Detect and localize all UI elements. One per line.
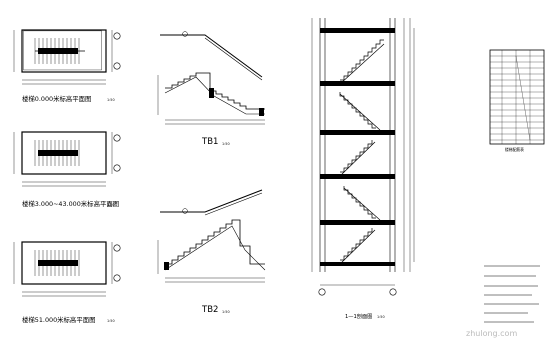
stair-plan-2: 楼梯3.000~43.000米标高平面图 1:50: [13, 131, 121, 208]
stair-scale-tb1: 1:50: [222, 142, 230, 146]
plan-title-3: 楼梯51.000米标高平面图: [22, 315, 96, 324]
stair-label-tb2: TB2: [201, 305, 218, 315]
watermark: zhulong.com: [466, 329, 517, 338]
plan-scale-3: 1:50: [107, 319, 115, 323]
design-notes: [484, 265, 540, 323]
stair-plan-1: 楼梯0.000米标高平面图 1:50: [13, 29, 121, 103]
section-scale: 1:50: [377, 315, 385, 319]
plan-scale-2: 1:50: [107, 203, 115, 207]
rebar-table: 楼梯配筋表: [489, 49, 545, 152]
section-title: 1—1剖面图: [345, 312, 372, 320]
stair-plan-3: 楼梯51.000米标高平面图 1:50: [13, 241, 121, 324]
plan-title-2: 楼梯3.000~43.000米标高平面图: [22, 199, 119, 208]
table-title: 楼梯配筋表: [505, 147, 524, 152]
stair-flight-tb1: TB1 1:50: [157, 31, 265, 147]
plan-scale-1: 1:50: [107, 98, 115, 102]
plan-title-1: 楼梯0.000米标高平面图: [22, 94, 91, 103]
stair-flight-tb2: TB2 1:50: [157, 189, 266, 315]
stair-scale-tb2: 1:50: [222, 310, 230, 314]
section-1-1: 1—1剖面图 1:50: [311, 18, 415, 320]
stair-label-tb1: TB1: [201, 137, 218, 147]
